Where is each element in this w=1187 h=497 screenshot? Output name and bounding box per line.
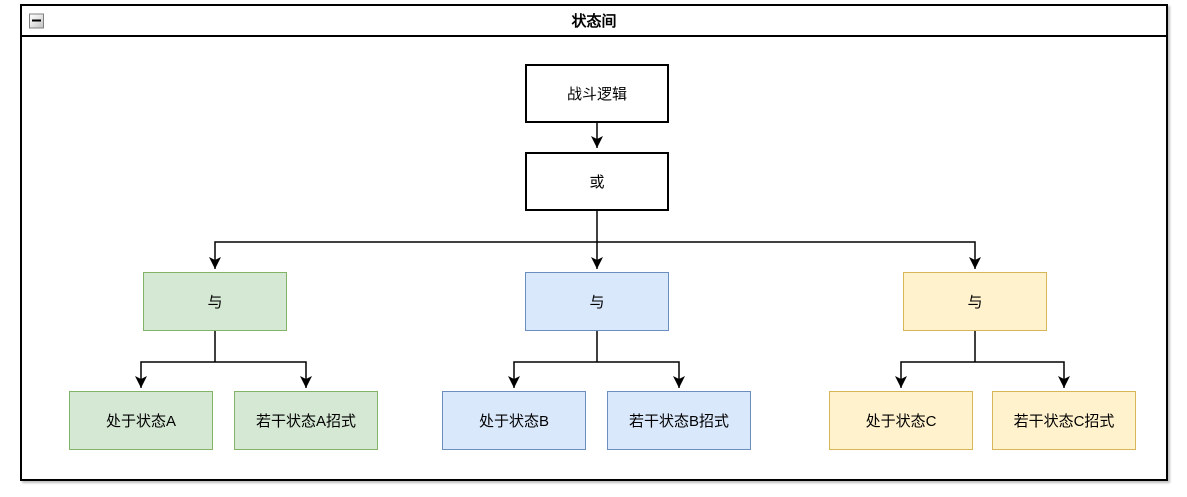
node-and-b[interactable]: 与 [525,272,669,331]
minus-icon [32,19,41,22]
edge-and-a-to-leaf2 [215,361,312,388]
edge-and-b-to-leaf2 [597,361,685,388]
node-leaf-moves-b[interactable]: 若干状态B招式 [607,391,751,450]
panel-title: 状态间 [571,13,617,30]
edge-and-c-to-leaf2 [975,361,1070,388]
edge-and-c-to-leaf1 [895,361,975,388]
edge-or-to-and-a [209,241,597,269]
node-leaf-state-c[interactable]: 处于状态C [829,391,973,450]
node-and-c[interactable]: 与 [903,272,1047,331]
node-leaf-moves-a[interactable]: 若干状态A招式 [234,391,378,450]
node-leaf-state-b[interactable]: 处于状态B [442,391,586,450]
edge-and-a-to-leaf1 [135,361,215,388]
connector-edges [135,123,1070,388]
node-or[interactable]: 或 [525,152,669,211]
node-leaf-state-a[interactable]: 处于状态A [69,391,213,450]
panel-titlebar: 状态间 [22,6,1166,37]
collapse-button[interactable] [29,13,44,28]
diagram-canvas: 战斗逻辑 或 与 与 与 处于状态A 若干状态A招式 处于状态B 若干状态B招式… [22,37,1166,477]
node-leaf-moves-c[interactable]: 若干状态C招式 [992,391,1136,450]
edge-or-to-and-c [597,241,981,269]
edge-and-b-to-leaf1 [508,361,597,388]
node-battle-logic[interactable]: 战斗逻辑 [525,64,669,123]
diagram-panel: 状态间 [20,4,1168,481]
node-and-a[interactable]: 与 [143,272,287,331]
